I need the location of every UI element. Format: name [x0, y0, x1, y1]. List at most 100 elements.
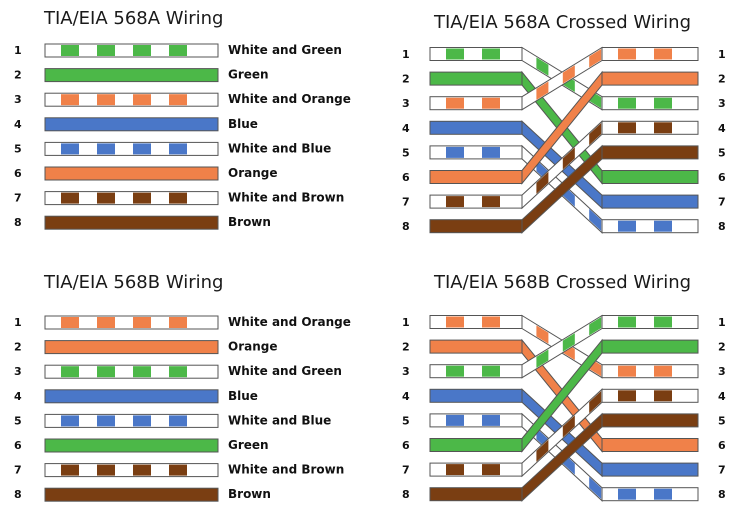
right-pin-number: 3	[718, 97, 726, 110]
wire-label: White and Orange	[228, 315, 351, 329]
right-pin-number: 6	[718, 171, 726, 184]
right-wire-brown-striped	[601, 120, 699, 135]
wire-brown-striped	[44, 463, 219, 478]
crossing-stripe	[536, 171, 549, 194]
crossing-stripe	[536, 325, 549, 344]
crossing-wires	[521, 46, 603, 234]
wire-green-striped	[44, 364, 219, 379]
wire-label: White and Blue	[228, 413, 331, 427]
wire-label: White and Blue	[228, 141, 331, 155]
pin-number: 4	[14, 118, 22, 131]
right-wire-blue-striped	[601, 487, 699, 502]
crossing-stripe	[562, 65, 575, 84]
wire-blue	[44, 389, 219, 404]
right-wire-green-striped	[601, 96, 699, 111]
pin-number: 6	[14, 439, 22, 452]
wire-label: Brown	[228, 487, 271, 501]
left-pin-number: 2	[402, 73, 410, 86]
left-wire-orange-striped	[429, 315, 523, 329]
pin-number: 7	[14, 464, 22, 477]
wire-green-striped	[44, 43, 219, 58]
left-pin-number: 5	[402, 146, 410, 159]
right-pin-number: 2	[718, 341, 726, 354]
right-wire-orange-striped	[601, 364, 699, 379]
left-wire-brown	[429, 219, 523, 234]
right-wire-orange	[601, 71, 699, 86]
left-wire-blue	[429, 388, 523, 403]
crossing-stripe	[589, 476, 602, 499]
left-pin-number: 3	[402, 365, 410, 378]
wire-label: Orange	[228, 166, 278, 180]
right-wire-brown-striped	[601, 388, 699, 403]
left-wire-blue-striped	[429, 413, 523, 428]
right-pin-number: 2	[718, 73, 726, 86]
pin-number: 7	[14, 192, 22, 205]
crossing-stripe	[536, 57, 549, 76]
right-pin-number: 5	[718, 146, 726, 159]
left-pin-number: 4	[402, 390, 410, 403]
pin-number: 2	[14, 341, 22, 354]
wire-label: White and Green	[228, 364, 342, 378]
left-wire-brown	[429, 487, 523, 502]
crossing-stripe	[589, 391, 602, 414]
left-pin-number: 4	[402, 122, 410, 135]
wire-label: White and Green	[228, 43, 342, 57]
wire-blue-striped	[44, 413, 219, 428]
wire-blue-striped	[44, 141, 219, 156]
wire-brown-striped	[44, 191, 219, 206]
wire-label: Blue	[228, 117, 258, 131]
left-wire-orange	[429, 339, 523, 354]
right-wire-blue	[601, 462, 699, 477]
right-wire-green	[601, 170, 699, 184]
right-pin-number: 8	[718, 488, 726, 501]
wire-blue	[44, 117, 219, 132]
right-wire-orange	[601, 438, 699, 452]
left-pin-number: 1	[402, 48, 410, 61]
wire-label: Green	[228, 68, 269, 82]
right-pin-number: 8	[718, 220, 726, 233]
left-wire-green	[429, 71, 523, 86]
wire-label: Green	[228, 438, 269, 452]
crossing-stripe	[589, 48, 602, 68]
right-pin-number: 1	[718, 316, 726, 329]
left-wire-orange	[429, 170, 523, 184]
wire-orange-striped	[44, 92, 219, 107]
left-wire-green-striped	[429, 47, 523, 61]
title-568b: TIA/EIA 568B Wiring	[43, 272, 223, 293]
wire-brown	[44, 487, 219, 502]
right-wire-blue	[601, 194, 699, 209]
wire-label: Blue	[228, 389, 258, 403]
right-pin-number: 4	[718, 122, 726, 135]
pin-number: 2	[14, 69, 22, 82]
left-pin-number: 5	[402, 414, 410, 427]
wire-label: White and Orange	[228, 92, 351, 106]
panel-568b: 1 White and Orange 2 Orange 3 White and Green…	[14, 315, 351, 502]
pin-number: 1	[14, 316, 22, 329]
wire-label: Orange	[228, 340, 278, 354]
pin-number: 1	[14, 44, 22, 57]
wire-label: White and Brown	[228, 191, 344, 205]
right-wire-brown	[601, 413, 699, 428]
crossing-stripe	[589, 123, 602, 146]
right-pin-number: 6	[718, 439, 726, 452]
left-wire-green-striped	[429, 364, 523, 379]
pin-number: 5	[14, 414, 22, 427]
left-pin-number: 6	[402, 439, 410, 452]
right-pin-number: 7	[718, 464, 726, 477]
right-wire-brown	[601, 145, 699, 160]
right-wire-green-striped	[601, 315, 699, 329]
title-568b-crossed: TIA/EIA 568B Crossed Wiring	[433, 272, 691, 293]
wire-label: White and Brown	[228, 463, 344, 477]
crossing-wires	[521, 314, 603, 502]
pin-number: 5	[14, 142, 22, 155]
crossing-stripe	[536, 439, 549, 462]
crossing-stripe	[589, 208, 602, 231]
right-pin-number: 1	[718, 48, 726, 61]
right-wire-blue-striped	[601, 219, 699, 234]
pin-number: 3	[14, 365, 22, 378]
title-568a: TIA/EIA 568A Wiring	[43, 8, 223, 29]
left-pin-number: 2	[402, 341, 410, 354]
